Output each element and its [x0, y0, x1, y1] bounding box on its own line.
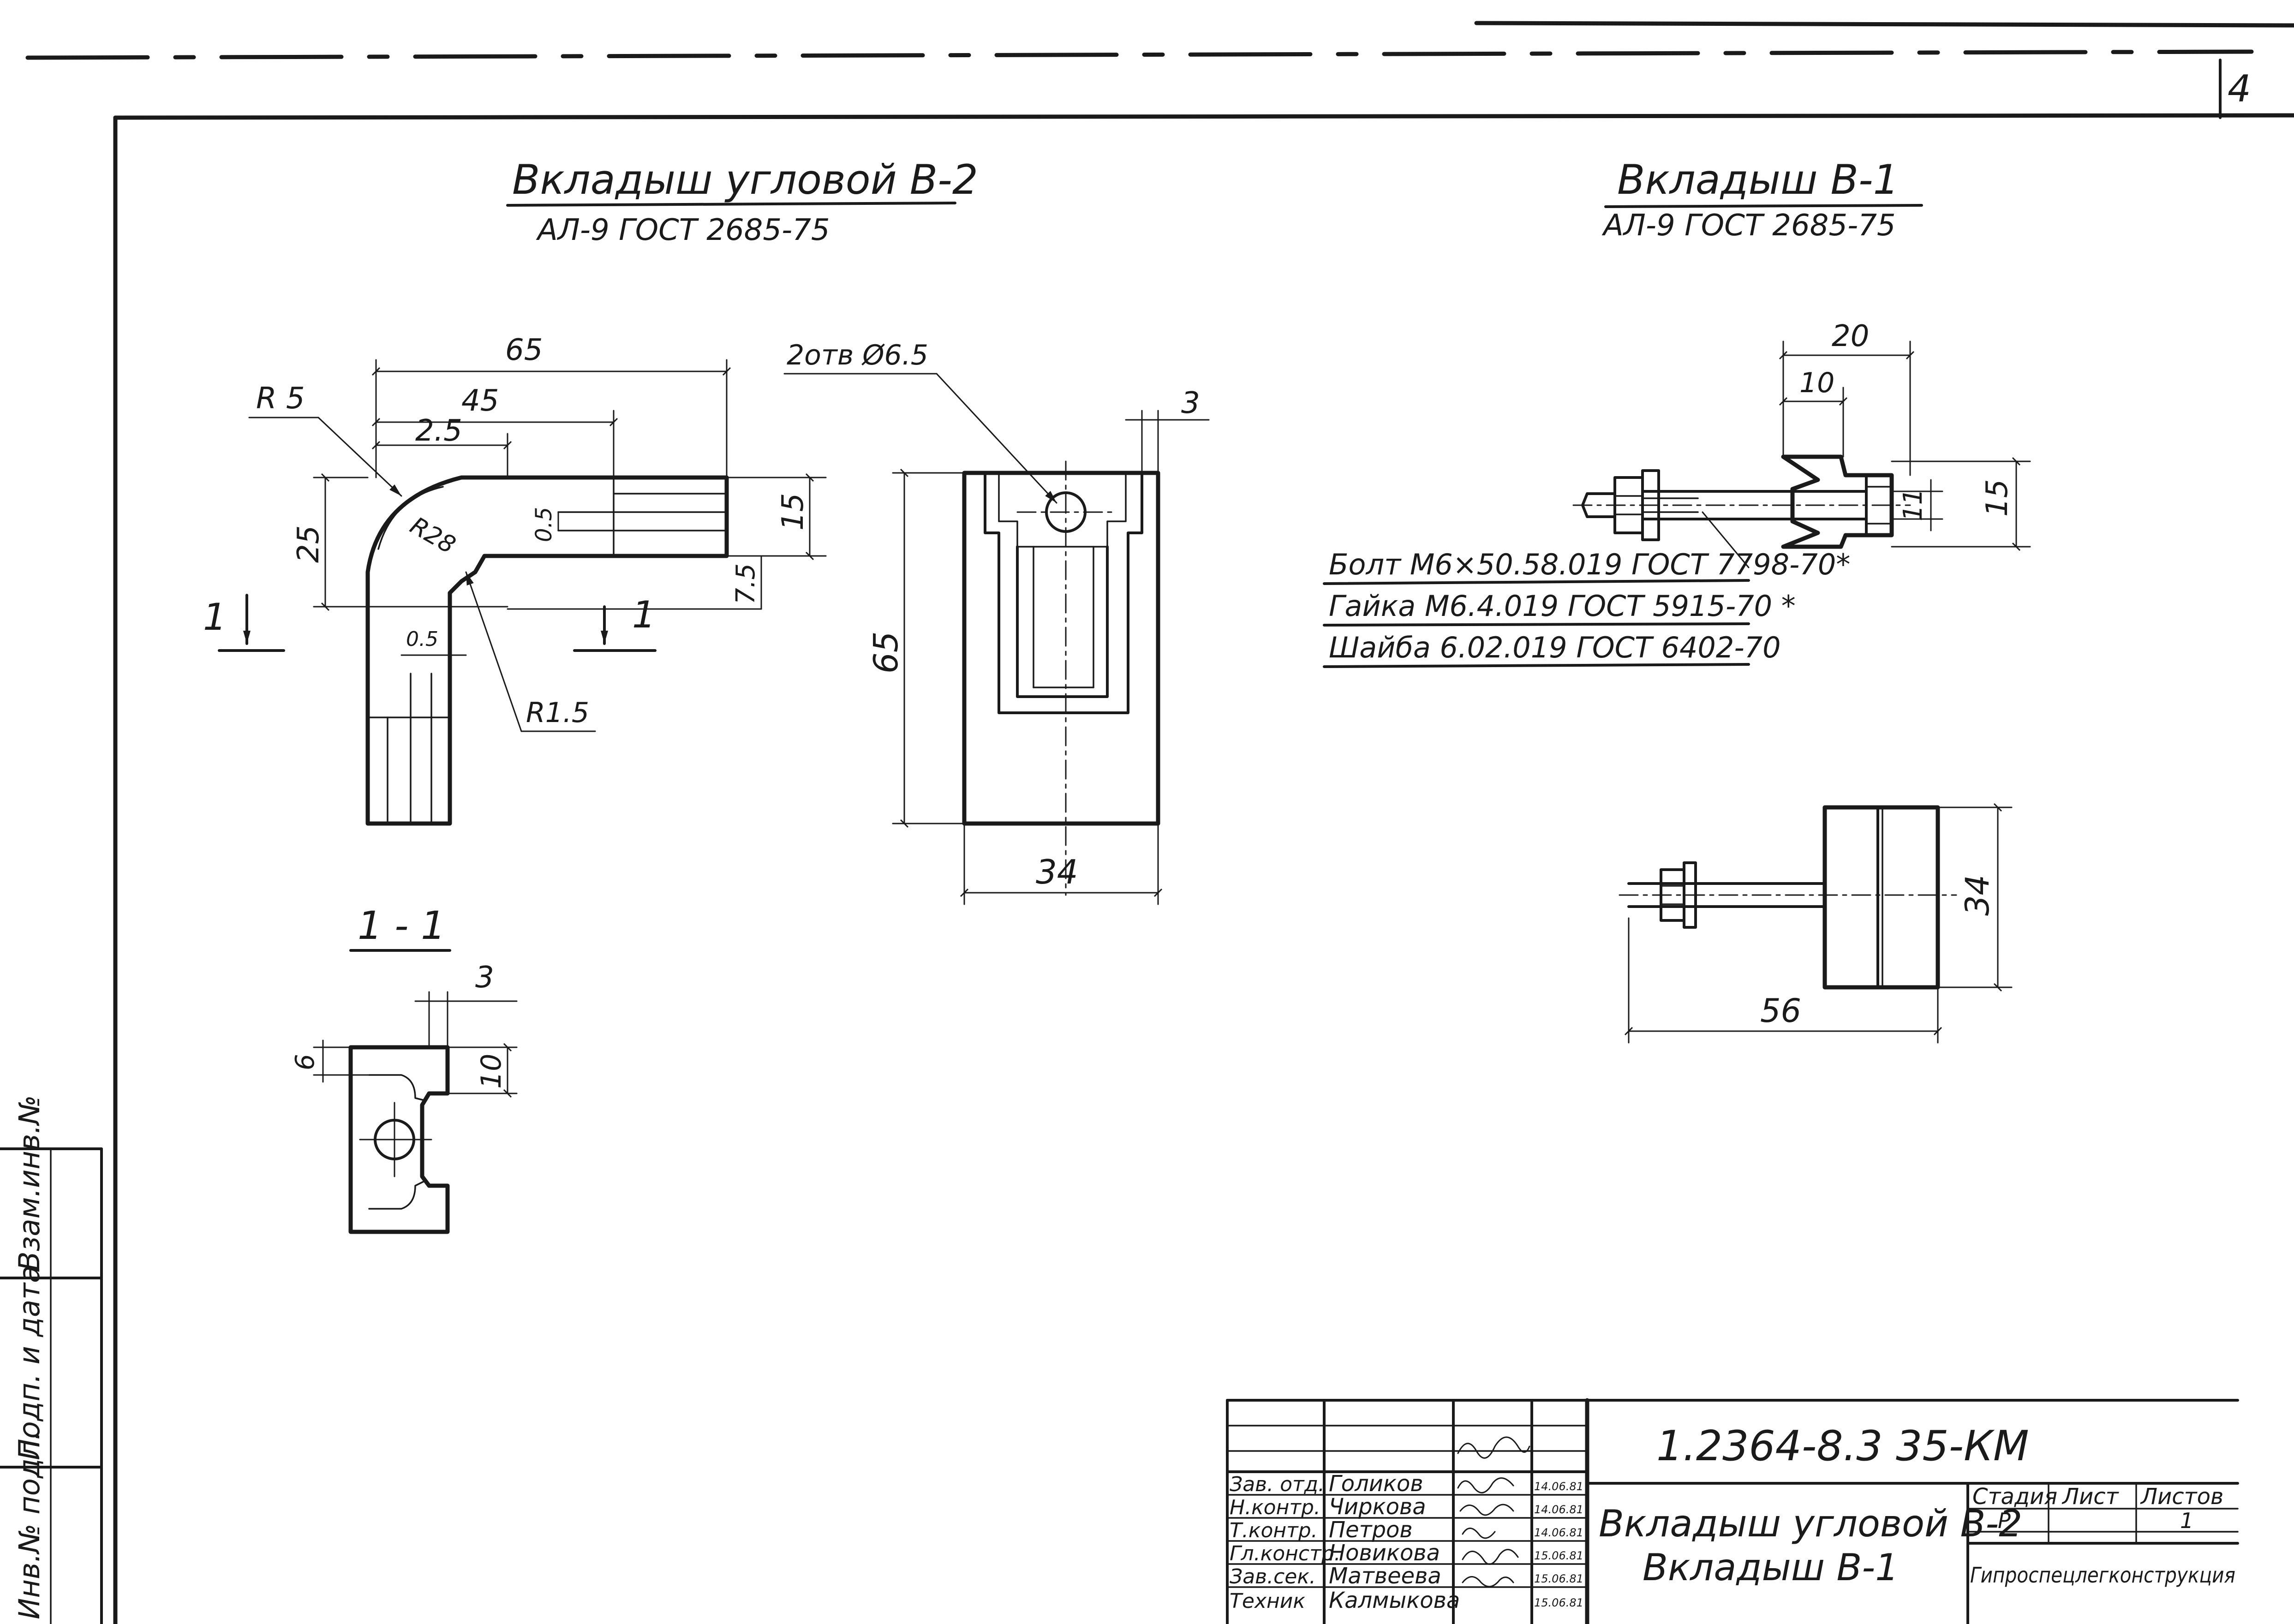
b2-header: Вкладыш угловой В-2 АЛ-9 ГОСТ 2685-75 — [506, 156, 978, 247]
signer-role: Зав.сек. — [1230, 1565, 1316, 1588]
stage-value: Р — [1998, 1508, 2011, 1533]
signer-role: Зав. отд. — [1230, 1473, 1325, 1496]
signer-name: Матвеева — [1329, 1563, 1441, 1589]
organization: Гипроспецлегконструкция — [1970, 1563, 2235, 1588]
strip-cell-inv: Инв.№ подл. — [12, 1431, 46, 1619]
b1-spec-list: Болт М6×50.58.019 ГОСТ 7798-70* Гайка М6… — [1323, 548, 1850, 668]
b1-dim-15: 15 — [1980, 479, 2014, 517]
signer-date: 15.06.81 — [1534, 1572, 1583, 1585]
left-strip: Взам.инв.№ Подп. и дата Инв.№ подл. — [0, 1095, 103, 1624]
b2-front-dim-3: 3 — [1181, 386, 1200, 420]
b1-plan-view: 34 56 — [1619, 803, 2013, 1044]
b2-dim-45: 45 — [461, 384, 499, 418]
doc-code: 1.2364-8.3 35-КМ — [1656, 1422, 2029, 1470]
b2-dim-15: 15 — [776, 493, 810, 531]
signer-role: Т.контр. — [1230, 1519, 1318, 1542]
b2-title: Вкладыш угловой В-2 — [512, 156, 978, 203]
b1-spec-bolt: Болт М6×50.58.019 ГОСТ 7798-70* — [1329, 548, 1850, 581]
b2-dim-0-5-top: 0.5 — [531, 507, 557, 542]
b2-section-1-1: 1 - 1 3 6 10 — [290, 903, 518, 1234]
b2-r28: R28 — [406, 512, 460, 559]
b1-dim-20: 20 — [1832, 319, 1869, 353]
stage-header: Стадия — [1972, 1484, 2057, 1510]
b1-dim-34: 34 — [1959, 875, 1996, 916]
page-number: 4 — [2228, 67, 2251, 110]
signer-role: Техник — [1230, 1589, 1305, 1613]
b1-header: Вкладыш В-1 АЛ-9 ГОСТ 2685-75 — [1601, 156, 1923, 243]
signer-date: 15.06.81 — [1534, 1596, 1583, 1609]
b2-front-dim-34: 34 — [1036, 853, 1078, 891]
signer-role: Н.контр. — [1230, 1496, 1320, 1519]
b1-title: Вкладыш В-1 — [1617, 156, 1899, 203]
drawing-title-line2: Вкладыш В-1 — [1643, 1546, 1899, 1589]
b2-material: АЛ-9 ГОСТ 2685-75 — [536, 213, 830, 247]
b2-front-dim-65: 65 — [866, 631, 905, 674]
b2-dim-25: 25 — [292, 525, 326, 563]
b2-section-dim-3: 3 — [475, 961, 494, 995]
sheets-value: 1 — [2180, 1508, 2193, 1533]
b2-dim-7-5: 7.5 — [731, 563, 761, 604]
b1-dim-11: 11 — [1898, 489, 1928, 521]
drawing-title-line1: Вкладыш угловой В-2 — [1599, 1502, 2022, 1545]
b1-spec-nut: Гайка М6.4.019 ГОСТ 5915-70 * — [1329, 589, 1796, 623]
b1-top-view: 20 10 11 15 — [1572, 319, 2031, 568]
b1-dim-10: 10 — [1799, 367, 1834, 399]
b1-dim-56: 56 — [1760, 992, 1801, 1030]
b2-section-dim-10: 10 — [475, 1054, 508, 1089]
strip-cell-replace: Взам.инв.№ — [12, 1095, 46, 1271]
b2-side-view: 65 45 2.5 25 R 5 R28 0.5 15 7.5 0.5 — [203, 333, 827, 826]
b2-section-mark-right: 1 — [632, 593, 656, 636]
b2-section-dim-6: 6 — [290, 1054, 320, 1070]
signer-date: 14.06.81 — [1534, 1503, 1583, 1516]
signer-date: 14.06.81 — [1534, 1526, 1583, 1539]
b2-r5: R 5 — [256, 382, 305, 416]
signer-name: Чиркова — [1329, 1494, 1426, 1520]
b2-r1-5: R1.5 — [526, 697, 589, 729]
b2-holes-label: 2отв Ø6.5 — [787, 339, 928, 371]
signer-name: Калмыкова — [1329, 1588, 1460, 1613]
signer-name: Голиков — [1329, 1471, 1423, 1497]
sheets-header: Листов — [2140, 1484, 2223, 1510]
b1-spec-washer: Шайба 6.02.019 ГОСТ 6402-70 — [1329, 631, 1781, 664]
b2-section-title: 1 - 1 — [358, 903, 446, 948]
b2-dim-0-5-left: 0.5 — [406, 627, 438, 651]
b2-dim-65: 65 — [505, 333, 543, 367]
signer-date: 15.06.81 — [1534, 1549, 1583, 1562]
signer-role: Гл.констр. — [1230, 1542, 1341, 1565]
signature-scribbles — [1457, 1436, 1530, 1588]
title-block: 1.2364-8.3 35-КМ Вкладыш угловой В-2 Вкл… — [1226, 1398, 2239, 1624]
b2-dim-2-5: 2.5 — [415, 414, 462, 448]
sheet-header: Лист — [2061, 1484, 2120, 1510]
signer-date: 14.06.81 — [1534, 1480, 1583, 1493]
strip-cell-sign: Подп. и дата — [12, 1266, 46, 1460]
signer-name: Новикова — [1329, 1540, 1440, 1566]
b2-front-view: 2отв Ø6.5 3 65 34 — [783, 339, 1210, 905]
sheet-frame: 4 — [25, 21, 2294, 1624]
b1-material: АЛ-9 ГОСТ 2685-75 — [1601, 209, 1896, 243]
signer-name: Петров — [1329, 1517, 1413, 1543]
b2-section-mark-left: 1 — [203, 596, 227, 639]
